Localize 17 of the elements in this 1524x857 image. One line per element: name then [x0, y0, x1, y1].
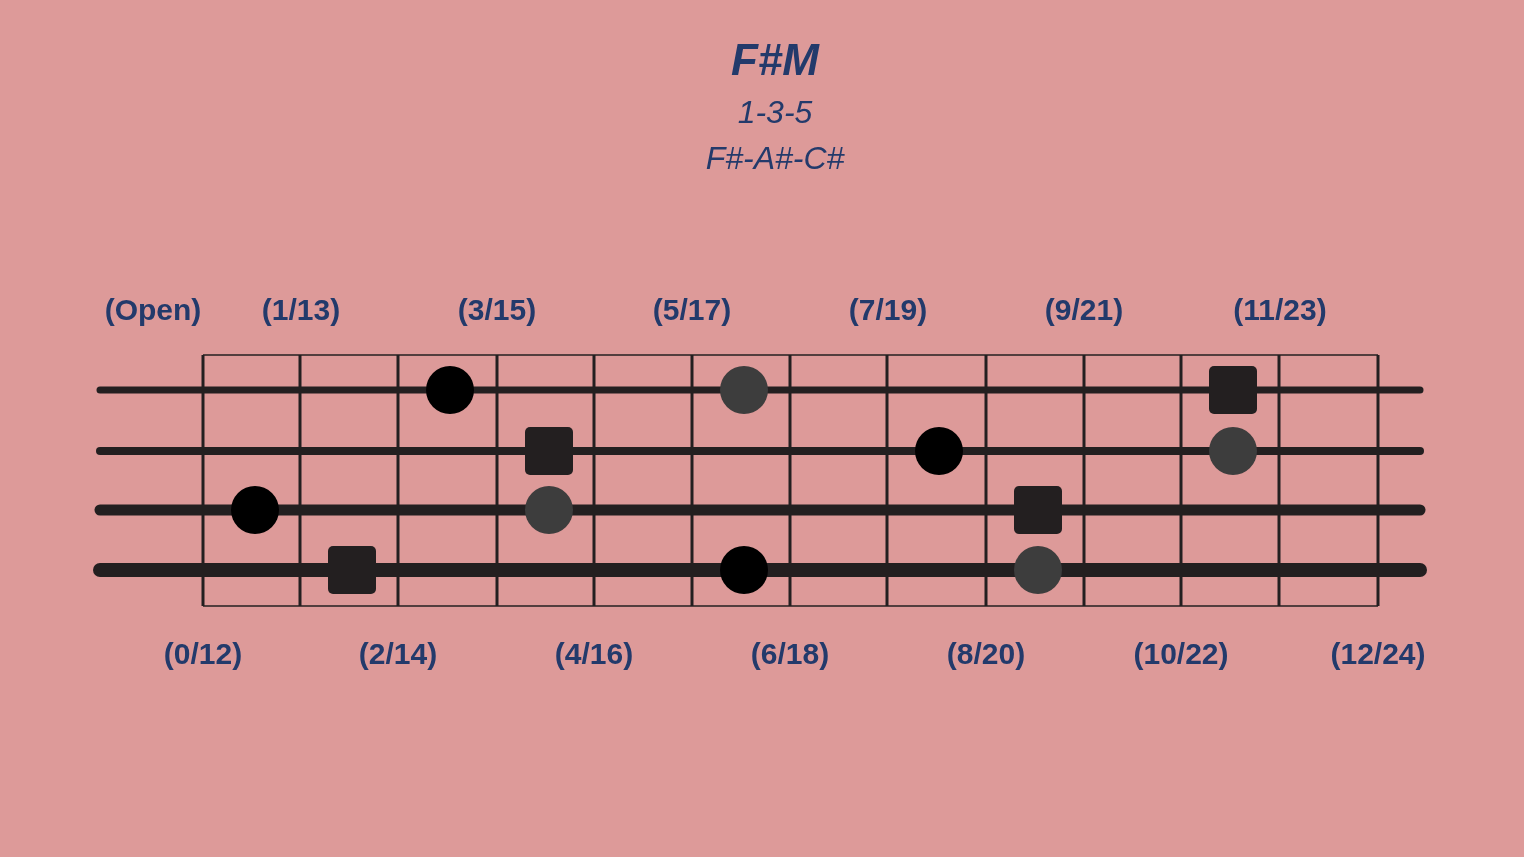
- fret-number: (10/22): [1133, 637, 1229, 671]
- chord-title: F#M: [731, 35, 819, 85]
- fret-number: (2/14): [358, 637, 438, 671]
- fret-number: (6/18): [750, 637, 830, 671]
- fret-number: (3/15): [457, 293, 537, 327]
- fret-number: (9/21): [1044, 293, 1124, 327]
- chord-formula: 1-3-5: [737, 93, 813, 131]
- chord-notes: F#-A#-C#: [705, 139, 845, 177]
- fret-number: (12/24): [1330, 637, 1426, 671]
- fret-number: (11/23): [1233, 293, 1327, 327]
- fret-number: (1/13): [261, 293, 341, 327]
- fret-number: (7/19): [848, 293, 928, 327]
- fret-number: (Open): [104, 293, 202, 327]
- fret-number: (8/20): [946, 637, 1026, 671]
- fret-number: (0/12): [163, 637, 243, 671]
- fret-number: (4/16): [554, 637, 634, 671]
- fret-number: (5/17): [652, 293, 732, 327]
